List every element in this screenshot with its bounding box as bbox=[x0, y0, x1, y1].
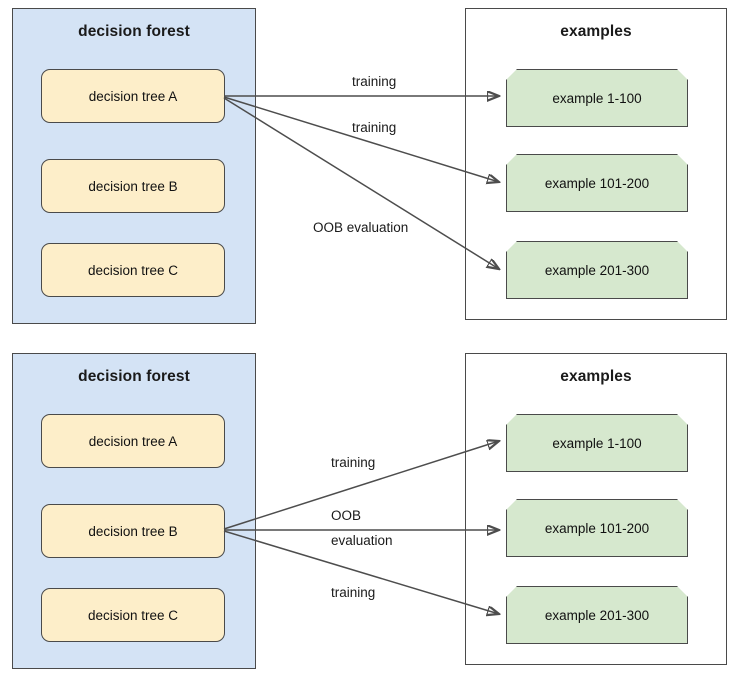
edge-label-evaluation-bottom: evaluation bbox=[331, 533, 393, 548]
edge-label-training-1-bottom: training bbox=[331, 455, 376, 470]
decision-tree-b-label-bottom: decision tree B bbox=[88, 523, 178, 539]
document-shape-icon bbox=[506, 586, 688, 644]
edge-tree-a-to-example-101-200 bbox=[223, 96, 499, 182]
decision-tree-b-box-bottom[interactable]: decision tree B bbox=[41, 504, 225, 558]
edge-label-oob-evaluation-top: OOB evaluation bbox=[313, 220, 409, 235]
decision-tree-c-label-top: decision tree C bbox=[87, 262, 179, 278]
decision-tree-c-box-top[interactable]: decision tree C bbox=[41, 243, 225, 297]
example-201-300-box-top[interactable]: example 201-300 bbox=[506, 241, 688, 299]
decision-tree-a-box-top[interactable]: decision tree A bbox=[41, 69, 225, 123]
example-101-200-box-bottom[interactable]: example 101-200 bbox=[506, 499, 688, 557]
decision-tree-a-label-top: decision tree A bbox=[88, 88, 178, 104]
diagram-top: decision forest decision tree A decision… bbox=[0, 0, 737, 340]
example-101-200-box-top[interactable]: example 101-200 bbox=[506, 154, 688, 212]
document-shape-icon bbox=[506, 154, 688, 212]
edge-label-training-1-top: training bbox=[352, 74, 397, 89]
example-1-100-label-top: example 1-100 bbox=[552, 90, 642, 106]
edge-label-training-2-bottom: training bbox=[331, 585, 376, 600]
edge-label-training-2-top: training bbox=[352, 120, 397, 135]
examples-panel-top: examples example 1-100 example 101-200 e… bbox=[465, 8, 727, 320]
document-shape-icon bbox=[506, 499, 688, 557]
example-201-300-label-bottom: example 201-300 bbox=[544, 607, 650, 623]
example-201-300-box-bottom[interactable]: example 201-300 bbox=[506, 586, 688, 644]
document-shape-icon bbox=[506, 69, 688, 127]
example-201-300-label-top: example 201-300 bbox=[544, 262, 650, 278]
document-shape-icon bbox=[506, 241, 688, 299]
decision-forest-title-bottom: decision forest bbox=[78, 368, 190, 385]
decision-tree-a-box-bottom[interactable]: decision tree A bbox=[41, 414, 225, 468]
example-101-200-label-top: example 101-200 bbox=[544, 175, 650, 191]
decision-tree-a-label-bottom: decision tree A bbox=[88, 433, 178, 449]
diagram-bottom: decision forest decision tree A decision… bbox=[0, 345, 737, 685]
examples-title-bottom: examples bbox=[560, 368, 632, 385]
decision-tree-c-box-bottom[interactable]: decision tree C bbox=[41, 588, 225, 642]
example-101-200-label-bottom: example 101-200 bbox=[544, 520, 650, 536]
decision-forest-title-top: decision forest bbox=[78, 23, 190, 40]
decision-tree-c-label-bottom: decision tree C bbox=[87, 607, 179, 623]
example-1-100-label-bottom: example 1-100 bbox=[552, 435, 642, 451]
example-1-100-box-top[interactable]: example 1-100 bbox=[506, 69, 688, 127]
examples-title-top: examples bbox=[560, 23, 632, 40]
example-1-100-box-bottom[interactable]: example 1-100 bbox=[506, 414, 688, 472]
edge-label-oob-bottom: OOB bbox=[331, 508, 362, 523]
decision-tree-b-box-top[interactable]: decision tree B bbox=[41, 159, 225, 213]
examples-panel-bottom: examples example 1-100 example 101-200 e… bbox=[465, 353, 727, 665]
decision-forest-panel-bottom: decision forest decision tree A decision… bbox=[12, 353, 256, 669]
decision-forest-panel-top: decision forest decision tree A decision… bbox=[12, 8, 256, 324]
decision-tree-b-label-top: decision tree B bbox=[88, 178, 178, 194]
document-shape-icon bbox=[506, 414, 688, 472]
